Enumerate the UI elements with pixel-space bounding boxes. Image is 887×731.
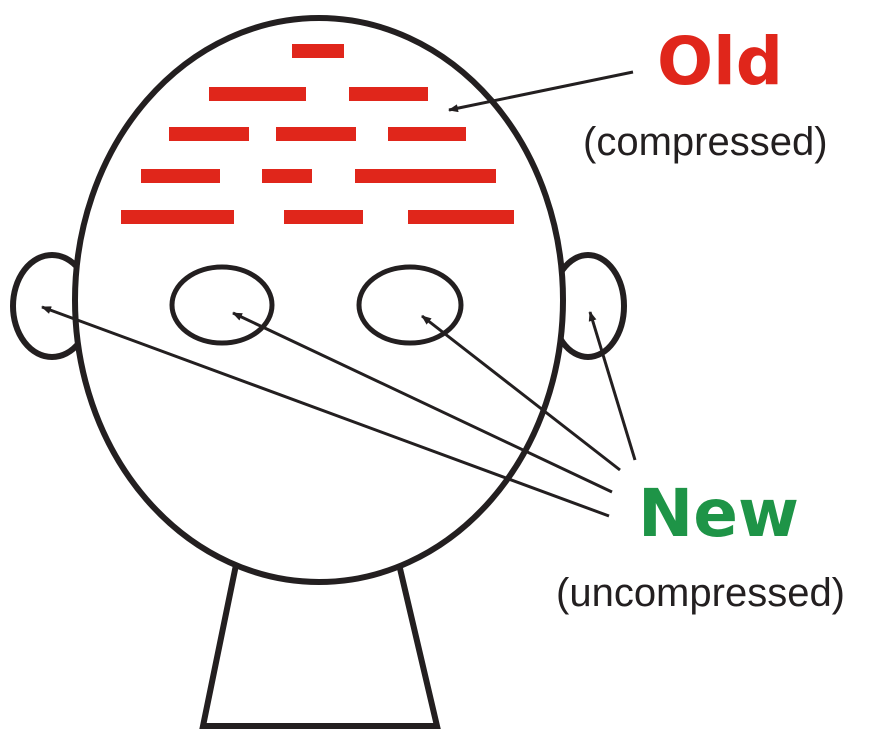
old-label: Old <box>657 22 783 102</box>
memory-bar <box>355 169 496 183</box>
memory-bar <box>169 127 249 141</box>
memory-bar <box>408 210 514 224</box>
old-sublabel: (compressed) <box>583 118 828 166</box>
memory-bar <box>209 87 306 101</box>
memory-bar <box>141 169 220 183</box>
memory-bar <box>349 87 428 101</box>
memory-bar <box>292 44 344 58</box>
memory-bar <box>284 210 363 224</box>
new-sublabel: (uncompressed) <box>556 569 845 617</box>
memory-bar <box>388 127 466 141</box>
new-label: New <box>638 474 799 554</box>
memory-bar <box>262 169 312 183</box>
memory-bar <box>121 210 234 224</box>
memory-bar <box>276 127 356 141</box>
